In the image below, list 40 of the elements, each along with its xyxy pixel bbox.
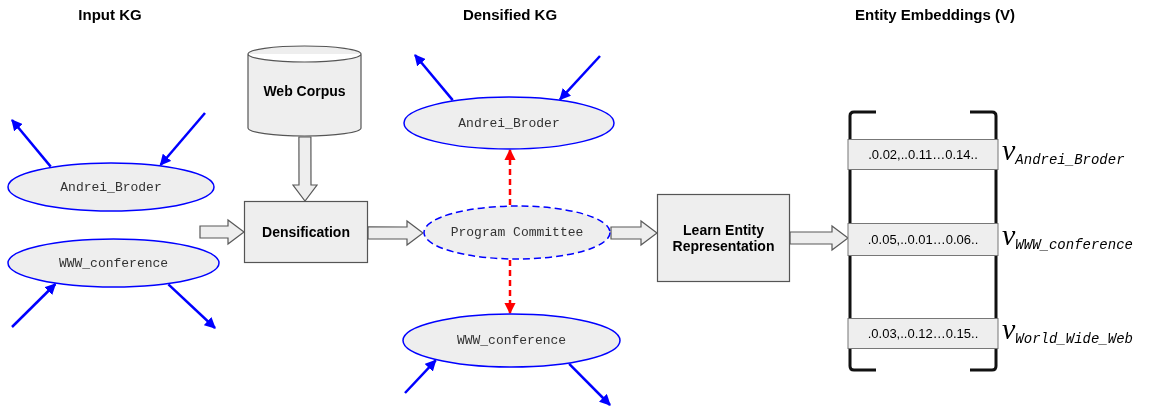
node-label: Web Corpus bbox=[263, 83, 346, 99]
vector-values: .0.02,..0.11…0.14.. bbox=[868, 147, 978, 162]
arrow bbox=[610, 219, 658, 247]
arrow bbox=[159, 112, 206, 166]
node-label: Densification bbox=[262, 224, 350, 240]
node-label: Andrei_Broder bbox=[458, 115, 560, 131]
arrow bbox=[504, 148, 516, 206]
arrow bbox=[199, 218, 245, 246]
column-heading: Entity Embeddings (V) bbox=[855, 6, 1015, 23]
entity-ellipse bbox=[7, 238, 220, 288]
vector-symbol: v$_{World_Wide_Web}$ bbox=[1002, 313, 1133, 349]
node-label: Andrei_Broder bbox=[60, 179, 162, 195]
entity-ellipse bbox=[403, 96, 615, 150]
arrow bbox=[11, 119, 52, 168]
process-box bbox=[244, 201, 368, 263]
node-label: Program Committee bbox=[450, 225, 584, 240]
column-heading: Input KG bbox=[78, 6, 142, 23]
node-label: Learn Entity Representation bbox=[671, 222, 776, 254]
arrow bbox=[404, 359, 437, 394]
vector-values: .0.03,..0.12…0.15.. bbox=[867, 326, 979, 341]
node-label: WWW_conference bbox=[456, 333, 567, 348]
arrow bbox=[568, 363, 611, 406]
database-cylinder bbox=[247, 45, 362, 137]
entity-ellipse bbox=[423, 205, 611, 260]
arrow bbox=[291, 136, 319, 202]
arrow bbox=[559, 55, 601, 101]
column-heading: Densified KG bbox=[462, 6, 558, 23]
arrow bbox=[789, 224, 849, 252]
entity-ellipse bbox=[7, 162, 215, 212]
arrow bbox=[11, 283, 57, 328]
vector-symbol: v$_{Andrei_Broder}$ bbox=[1002, 134, 1125, 170]
vector-values: .0.05,..0.01…0.06.. bbox=[867, 232, 979, 247]
arrow bbox=[367, 219, 424, 247]
process-box bbox=[657, 194, 790, 282]
arrow bbox=[414, 54, 454, 101]
arrow bbox=[167, 283, 216, 329]
entity-ellipse bbox=[402, 313, 621, 368]
vector-symbol: v$_{WWW_conference}$ bbox=[1002, 219, 1133, 255]
node-label: WWW_conference bbox=[58, 255, 169, 271]
arrow bbox=[504, 259, 516, 315]
